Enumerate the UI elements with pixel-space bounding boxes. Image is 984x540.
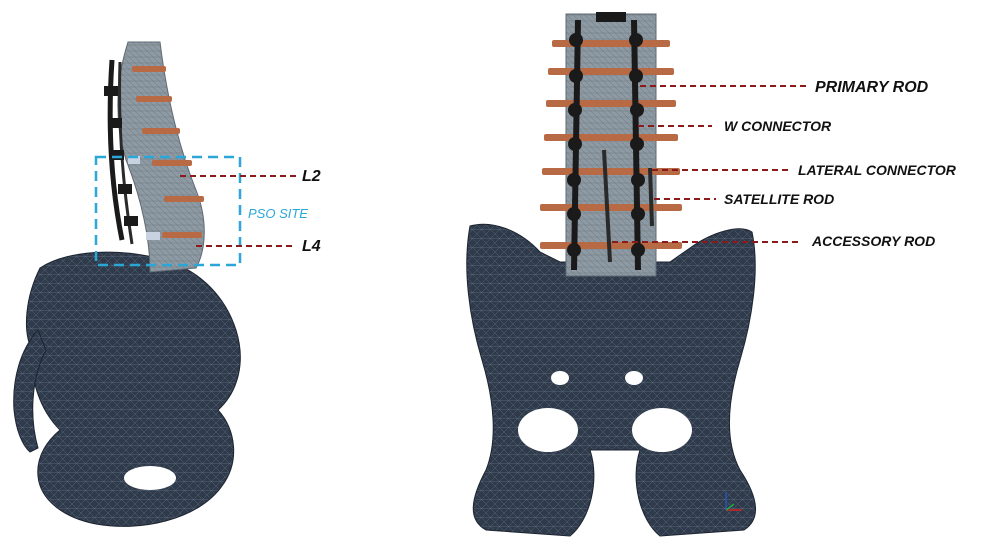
satellite-rod-label: SATELLITE ROD: [724, 191, 834, 207]
accessory-rod-label: ACCESSORY ROD: [811, 233, 935, 249]
right-obturator-right: [632, 408, 692, 452]
right-foramen-right: [625, 371, 643, 385]
l4-label: L4: [302, 238, 321, 255]
left-obturator: [124, 466, 176, 490]
w-connector-label: W CONNECTOR: [724, 118, 832, 134]
l2-label: L2: [302, 168, 321, 185]
primary-rod-label: PRIMARY ROD: [815, 79, 929, 96]
lateral-connector-label: LATERAL CONNECTOR: [798, 162, 957, 178]
right-foramen-left: [551, 371, 569, 385]
right-satellite-rod: [650, 168, 652, 226]
right-posterior-view: PRIMARY ROD W CONNECTOR LATERAL CONNECTO…: [467, 12, 957, 536]
left-lateral-view: PSO SITE L2 L4: [14, 42, 321, 526]
right-obturator-left: [518, 408, 578, 452]
pso-site-label: PSO SITE: [248, 206, 308, 221]
